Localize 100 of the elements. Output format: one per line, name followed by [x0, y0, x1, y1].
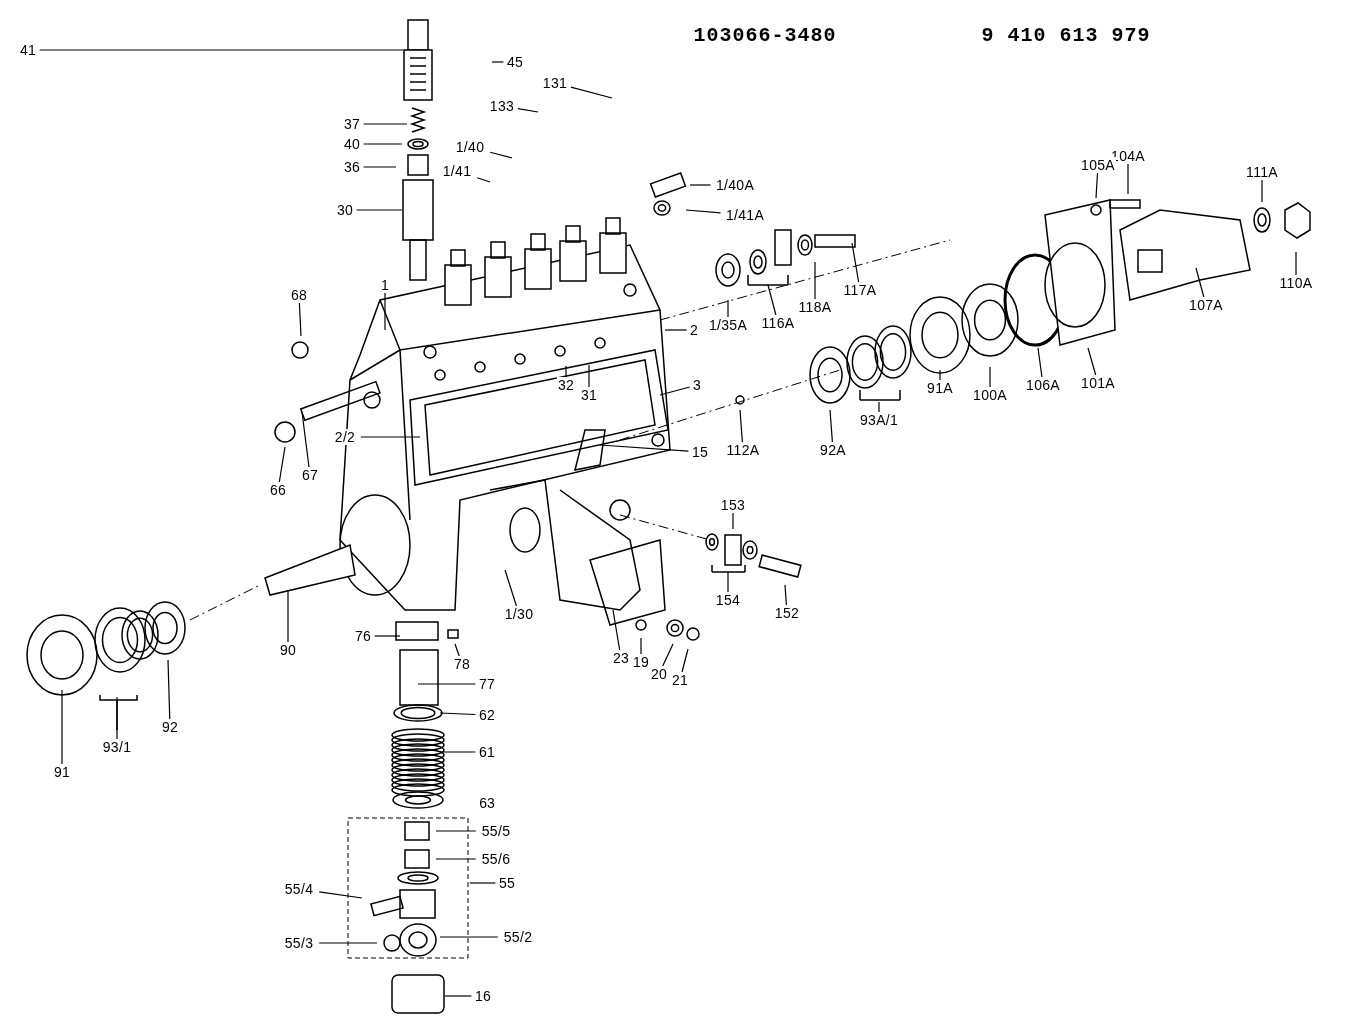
leader-line: [61, 689, 63, 765]
leader-line: [363, 143, 403, 145]
callout-number: 105A: [1080, 157, 1116, 173]
callout-number: 154: [714, 592, 742, 608]
callout-number: 111A: [1245, 164, 1279, 180]
leader-line: [318, 891, 363, 899]
leader-line: [417, 683, 476, 685]
leader-line: [1261, 179, 1263, 203]
callout-number: 1/41A: [724, 207, 766, 223]
callout-number: 55: [497, 875, 517, 891]
leader-line: [489, 151, 513, 159]
leader-line: [612, 609, 621, 651]
callout-number: 31: [579, 387, 599, 403]
callout-number: 68: [289, 287, 309, 303]
leader-line: [829, 409, 833, 443]
callout-number: 55/5: [480, 823, 512, 839]
leader-line: [1195, 267, 1205, 298]
leader-line: [476, 177, 491, 183]
leader-line: [689, 184, 712, 186]
callout-number: 91: [52, 764, 72, 780]
leader-line: [939, 369, 941, 381]
leader-line: [278, 446, 286, 483]
callout-number: 36: [342, 159, 362, 175]
callout-number: 152: [773, 605, 801, 621]
leader-line: [116, 696, 118, 740]
callout-number: 55/2: [502, 929, 534, 945]
callout-number: 153: [719, 497, 747, 513]
leader-line: [851, 242, 860, 283]
leader-line: [878, 401, 880, 413]
part-label: 63: [479, 795, 495, 811]
callout-number: 55/4: [283, 881, 315, 897]
leader-line: [664, 329, 688, 331]
callout-number: 93A/1: [858, 412, 900, 428]
leader-line: [570, 86, 613, 99]
leader-line: [360, 436, 421, 438]
leader-line: [662, 643, 674, 667]
callout-number: 77: [477, 676, 497, 692]
callout-number: 91A: [926, 380, 954, 396]
callout-number: 92A: [819, 442, 847, 458]
callout-number: 1/40A: [714, 177, 756, 193]
callout-number: 66: [268, 482, 288, 498]
callout-number: 106A: [1025, 377, 1061, 393]
part-number: 103066-3480: [693, 23, 837, 47]
callout-number: 37: [342, 116, 362, 132]
leader-line: [784, 584, 788, 606]
leader-line: [363, 123, 408, 125]
callout-number: 55/6: [480, 851, 512, 867]
callout-number: 32: [556, 377, 576, 393]
leader-line: [454, 643, 460, 657]
leader-line: [444, 995, 472, 997]
callout-number: 21: [670, 672, 690, 688]
leader-line: [374, 635, 401, 637]
callout-number: 1/30: [503, 606, 535, 622]
callout-number: 131: [541, 75, 569, 91]
leader-line: [685, 209, 722, 214]
callout-number: 55/3: [283, 935, 315, 951]
callout-number: 1/41: [441, 163, 473, 179]
callout-number: 67: [300, 467, 320, 483]
leader-line: [491, 61, 504, 63]
leader-line: [301, 411, 310, 468]
leader-line: [469, 882, 496, 884]
callout-number: 23: [611, 650, 631, 666]
leader-line: [439, 712, 476, 716]
leader-line: [384, 292, 386, 331]
leader-line: [1087, 347, 1097, 376]
callout-number: 1/40: [454, 139, 486, 155]
callout-number: 112A: [725, 442, 761, 458]
leader-line: [659, 386, 691, 396]
callout-number: 61: [477, 744, 497, 760]
callout-number: 2: [688, 322, 700, 338]
callout-number: 15: [690, 444, 710, 460]
callout-number: 20: [649, 666, 669, 682]
leader-line: [167, 659, 171, 720]
leader-line: [435, 858, 477, 860]
leader-line: [1295, 251, 1297, 276]
callout-number: 30: [335, 202, 355, 218]
callout-number: 45: [505, 54, 525, 70]
callout-number: 76: [353, 628, 373, 644]
leader-line: [439, 751, 476, 753]
callout-number: 90: [278, 642, 298, 658]
callout-number: 110A: [1278, 275, 1314, 291]
callout-number: 2/2: [333, 429, 357, 445]
leader-line: [732, 512, 734, 530]
callout-number: 19: [631, 654, 651, 670]
callout-number: 93/1: [101, 739, 133, 755]
leader-line: [439, 936, 499, 938]
leader-line: [1095, 172, 1099, 199]
leader-line: [356, 209, 403, 211]
leader-line: [517, 108, 539, 113]
leader-line: [727, 299, 729, 318]
leader-line: [39, 49, 404, 51]
leader-line: [739, 409, 743, 443]
callout-number: 133: [488, 98, 516, 114]
leader-line: [814, 261, 816, 300]
callout-number: 117A: [842, 282, 878, 298]
leader-line: [435, 830, 477, 832]
leader-line: [298, 302, 302, 337]
callout-number: 116A: [760, 315, 796, 331]
callout-number: 100A: [972, 387, 1008, 403]
leader-line: [599, 444, 689, 452]
